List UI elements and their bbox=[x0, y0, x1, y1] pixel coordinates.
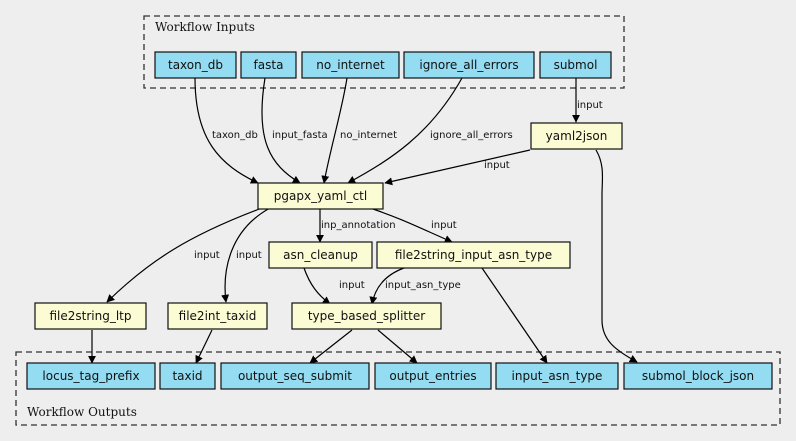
svg-text:pgapx_yaml_ctl: pgapx_yaml_ctl bbox=[274, 189, 367, 203]
edge-no_internet bbox=[321, 77, 348, 184]
edge-f2s_asn_type-splitter bbox=[369, 267, 405, 305]
output-node-locus_tag_prefix[interactable]: locus_tag_prefix bbox=[26, 362, 156, 390]
output-node-output_seq_submit[interactable]: output_seq_submit bbox=[220, 362, 370, 390]
svg-text:output_entries: output_entries bbox=[389, 369, 476, 383]
svg-text:taxon_db: taxon_db bbox=[168, 58, 223, 72]
edge-fasta bbox=[261, 77, 301, 184]
edge-label: input bbox=[339, 280, 365, 291]
edge-label: taxon_db bbox=[212, 130, 258, 141]
edge-label: input bbox=[577, 100, 603, 111]
input-node-fasta[interactable]: fasta bbox=[240, 51, 297, 79]
edge-ignore_all_errors bbox=[347, 77, 463, 184]
step-node-yaml2json[interactable]: yaml2json bbox=[530, 122, 623, 150]
edge-asn_cleanup-splitter bbox=[303, 267, 331, 305]
output-nodes: locus_tag_prefix taxid output_seq_submit… bbox=[26, 362, 773, 390]
edge-taxid bbox=[195, 329, 213, 364]
step-node-file2string_input_asn_type[interactable]: file2string_input_asn_type bbox=[376, 241, 571, 269]
svg-text:file2string_ltp: file2string_ltp bbox=[49, 309, 131, 323]
step-node-file2string_ltp[interactable]: file2string_ltp bbox=[34, 302, 147, 330]
svg-text:submol_block_json: submol_block_json bbox=[642, 369, 754, 383]
edges bbox=[88, 77, 638, 364]
output-node-input_asn_type[interactable]: input_asn_type bbox=[495, 362, 619, 390]
edge-label: no_internet bbox=[340, 130, 397, 141]
edge-pgapx-file2int_taxid bbox=[221, 207, 271, 303]
edge-splitter-output_seq_submit bbox=[309, 329, 353, 364]
svg-text:yaml2json: yaml2json bbox=[546, 129, 608, 143]
svg-text:ignore_all_errors: ignore_all_errors bbox=[419, 58, 518, 72]
edge-label: input bbox=[431, 220, 457, 231]
step-node-type_based_splitter[interactable]: type_based_splitter bbox=[291, 302, 442, 330]
edge-pgapx-file2string_ltp bbox=[106, 207, 263, 303]
edge-label: input bbox=[236, 250, 262, 261]
svg-text:output_seq_submit: output_seq_submit bbox=[238, 369, 352, 383]
edge-label: ignore_all_errors bbox=[430, 130, 513, 141]
input-node-taxon_db[interactable]: taxon_db bbox=[154, 51, 237, 79]
cluster-workflow-inputs: Workflow Inputs bbox=[143, 15, 625, 89]
svg-text:fasta: fasta bbox=[254, 58, 284, 72]
svg-text:asn_cleanup: asn_cleanup bbox=[283, 248, 358, 262]
svg-text:locus_tag_prefix: locus_tag_prefix bbox=[42, 369, 139, 383]
edge-label: inp_annotation bbox=[321, 220, 396, 231]
cluster-outputs-border bbox=[15, 351, 781, 426]
svg-text:no_internet: no_internet bbox=[316, 58, 385, 72]
step-node-asn_cleanup[interactable]: asn_cleanup bbox=[268, 241, 373, 269]
edge-labels: taxon_db input_fasta no_internet ignore_… bbox=[194, 100, 603, 291]
step-node-pgapx_yaml_ctl[interactable]: pgapx_yaml_ctl bbox=[257, 182, 384, 210]
cluster-workflow-outputs: Workflow Outputs bbox=[15, 351, 781, 426]
svg-text:taxid: taxid bbox=[172, 369, 202, 383]
input-nodes: taxon_db fasta no_internet ignore_all_er… bbox=[154, 51, 612, 79]
edge-label: input bbox=[484, 160, 510, 171]
input-node-ignore_all_errors[interactable]: ignore_all_errors bbox=[403, 51, 535, 79]
svg-text:submol: submol bbox=[554, 58, 598, 72]
cluster-inputs-title: Workflow Inputs bbox=[155, 20, 255, 34]
svg-text:file2string_input_asn_type: file2string_input_asn_type bbox=[395, 248, 552, 262]
cluster-outputs-title: Workflow Outputs bbox=[27, 405, 137, 419]
edge-label: input_asn_type bbox=[385, 280, 461, 291]
edge-label: input bbox=[194, 250, 220, 261]
svg-text:file2int_taxid: file2int_taxid bbox=[179, 309, 257, 323]
edge-yaml2json-pgapx bbox=[384, 149, 531, 186]
step-nodes: yaml2json pgapx_yaml_ctl asn_cleanup fil… bbox=[34, 122, 623, 330]
output-node-submol_block_json[interactable]: submol_block_json bbox=[623, 362, 773, 390]
svg-text:type_based_splitter: type_based_splitter bbox=[308, 309, 425, 323]
edge-f2s_asn_type-input_asn_type bbox=[481, 267, 548, 364]
step-node-file2int_taxid[interactable]: file2int_taxid bbox=[167, 302, 268, 330]
cluster-inputs-border bbox=[143, 15, 625, 89]
input-node-no_internet[interactable]: no_internet bbox=[301, 51, 400, 79]
edge-taxon_db bbox=[194, 77, 259, 184]
output-node-output_entries[interactable]: output_entries bbox=[374, 362, 492, 390]
edge-pgapx-file2string_input_asn_type bbox=[369, 207, 453, 243]
edge-label: input_fasta bbox=[272, 130, 328, 141]
edge-splitter-output_entries bbox=[377, 329, 418, 364]
svg-text:input_asn_type: input_asn_type bbox=[512, 369, 603, 383]
edge-yaml2json-submol_block_json bbox=[595, 149, 638, 363]
output-node-taxid[interactable]: taxid bbox=[159, 362, 216, 390]
input-node-submol[interactable]: submol bbox=[539, 51, 612, 79]
